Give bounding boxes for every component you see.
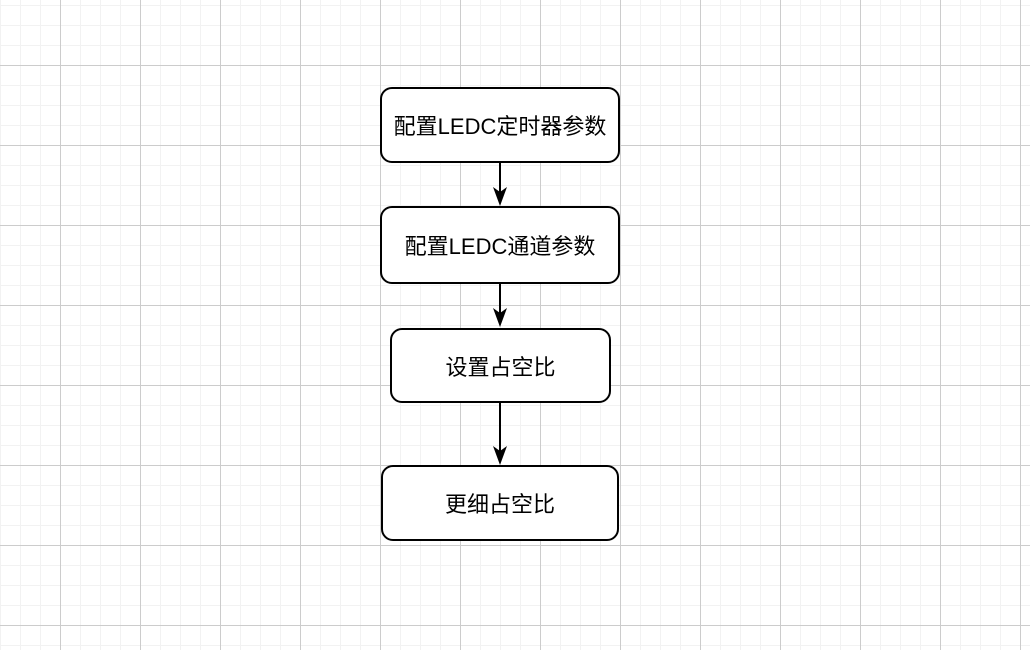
node-label: 设置占空比 — [445, 354, 556, 380]
node-label: 配置LEDC定时器参数 — [393, 114, 607, 139]
node-label: 配置LEDC通道参数 — [404, 234, 596, 259]
down-arrow-icon — [493, 284, 507, 327]
flowchart-node-configure-ledc-channel[interactable]: 配置LEDC通道参数 — [380, 206, 620, 284]
node-label: 更细占空比 — [444, 492, 555, 517]
flowchart-node-update-duty-cycle[interactable]: 更细占空比 — [381, 465, 619, 541]
flowchart-arrow-1-to-2[interactable] — [490, 163, 510, 207]
flowchart-arrow-2-to-3[interactable] — [490, 284, 510, 328]
flowchart-arrow-3-to-4[interactable] — [490, 403, 510, 466]
flowchart-node-set-duty-cycle[interactable]: 设置占空比 — [390, 328, 611, 403]
flowchart-node-configure-ledc-timer[interactable]: 配置LEDC定时器参数 — [380, 87, 620, 163]
down-arrow-icon — [493, 403, 507, 465]
down-arrow-icon — [493, 163, 507, 206]
